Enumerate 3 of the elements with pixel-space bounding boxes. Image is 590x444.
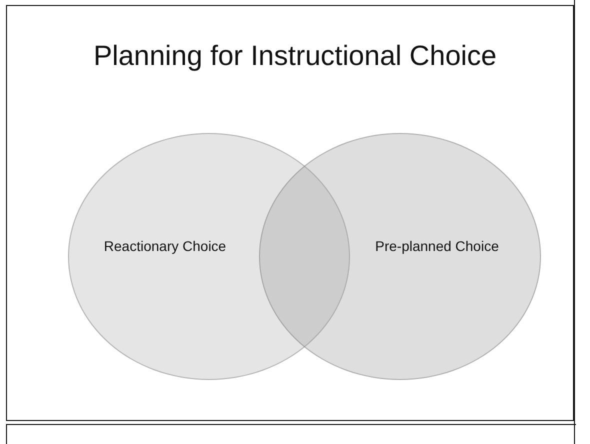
circle-label: Reactionary Choice <box>104 238 226 254</box>
circle-label: Pre-planned Choice <box>375 238 499 254</box>
slide-title: Planning for Instructional Choice <box>92 40 498 72</box>
